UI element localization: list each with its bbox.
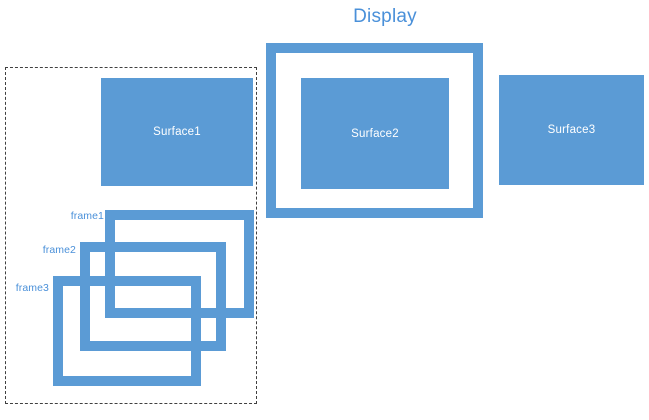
dashed-group-boundary (5, 67, 257, 404)
surface-2-label: Surface2 (351, 127, 399, 140)
frame-2-label: frame2 (42, 244, 76, 256)
frame-3-label: frame3 (15, 282, 49, 294)
surface-3-rect[interactable]: Surface3 (499, 75, 644, 185)
page-title: Display (353, 6, 417, 27)
frame-1-label: frame1 (70, 210, 104, 222)
surface-2-rect[interactable]: Surface2 (301, 78, 449, 189)
surface-1-rect[interactable]: Surface1 (101, 78, 253, 186)
surface-1-label: Surface1 (153, 126, 201, 138)
frame-2-outline[interactable] (80, 242, 226, 351)
frame-3-outline[interactable] (53, 276, 201, 386)
surface-3-label: Surface3 (547, 124, 596, 136)
display-outline-frame (266, 43, 483, 218)
frame-1-outline[interactable] (105, 210, 254, 318)
